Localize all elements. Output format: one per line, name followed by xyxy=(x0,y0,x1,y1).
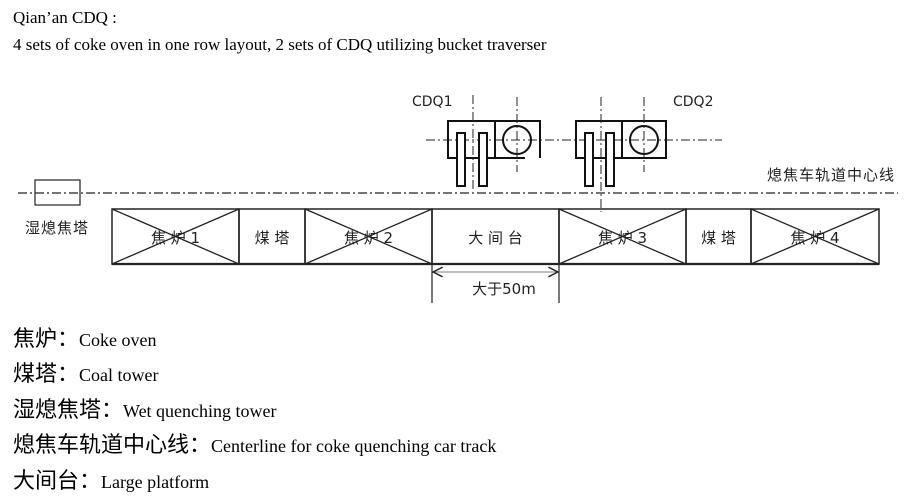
legend-item-wet-quenching-tower: 湿熄焦塔：Wet quenching tower xyxy=(13,396,277,428)
legend-term: 焦炉： xyxy=(13,327,80,352)
oven-cross-line xyxy=(111,208,240,265)
segment-label: 煤 塔 xyxy=(255,229,290,247)
row-segment-coal-tower: 煤 塔 xyxy=(238,208,306,265)
legend-translation: Centerline for coke quenching car track xyxy=(211,436,497,456)
oven-row: 焦 炉 1 煤 塔 焦 炉 2 大 间 台 焦 炉 3 煤 塔 焦 炉 4 xyxy=(111,208,880,266)
cdq1-unit xyxy=(447,95,541,192)
track-centerline-label: 熄焦车轨道中心线 xyxy=(767,166,895,184)
diagram-subtitle: 4 sets of coke oven in one row layout, 2… xyxy=(13,35,547,54)
segment-label: 焦 炉 2 xyxy=(344,229,393,247)
legend-term: 煤塔： xyxy=(13,362,80,387)
segment-label: 大 间 台 xyxy=(468,229,523,247)
row-segment-coke-oven: 焦 炉 1 xyxy=(111,208,240,265)
legend-translation: Large platform xyxy=(101,472,210,492)
cdq1-bucket-rail-left xyxy=(456,132,466,187)
wet-quenching-tower xyxy=(34,179,81,206)
layout-diagram: 熄焦车轨道中心线 湿熄焦塔 CDQ1 CDQ2 焦 炉 1 煤 塔 焦 炉 2 大 间… xyxy=(18,94,898,303)
cdq2-bucket-rail-left xyxy=(584,132,594,187)
cdq1-label: CDQ1 xyxy=(412,94,452,110)
row-segment-large-platform: 大 间 台 xyxy=(431,208,560,265)
cdq1-bucket-rail-right xyxy=(478,132,488,187)
legend-item-coal-tower: 煤塔：Coal tower xyxy=(13,360,159,392)
legend-item-large-platform: 大间台：Large platform xyxy=(13,467,209,499)
platform-dimension: 大于50m xyxy=(431,264,560,303)
cdq1-body xyxy=(447,120,496,159)
legend-translation: Wet quenching tower xyxy=(123,401,277,421)
diagram-title: Qian’an CDQ : xyxy=(13,8,117,27)
legend-item-coke-oven: 焦炉：Coke oven xyxy=(13,325,157,357)
segment-label: 煤 塔 xyxy=(701,229,736,247)
legend-translation: Coal tower xyxy=(79,365,159,385)
legend-term: 大间台： xyxy=(13,469,102,494)
row-segment-coke-oven: 焦 炉 2 xyxy=(304,208,433,265)
cdq2-label: CDQ2 xyxy=(673,94,713,110)
legend-term: 熄焦车轨道中心线： xyxy=(13,433,212,458)
segment-label: 焦 炉 3 xyxy=(598,229,647,247)
oven-cross-line xyxy=(304,208,433,265)
oven-cross-line xyxy=(750,208,880,265)
segment-label: 焦 炉 1 xyxy=(151,229,200,247)
row-segment-coke-oven: 焦 炉 3 xyxy=(558,208,687,265)
legend-translation: Coke oven xyxy=(79,330,157,350)
oven-cross-line xyxy=(558,208,687,265)
legend-item-track-centerline: 熄焦车轨道中心线：Centerline for coke quenching c… xyxy=(13,431,496,463)
cdq2-unit xyxy=(575,97,667,212)
row-segment-coal-tower: 煤 塔 xyxy=(685,208,752,265)
row-segment-coke-oven: 焦 炉 4 xyxy=(750,208,880,265)
dimension-label: 大于50m xyxy=(472,280,536,298)
cdq1-chamber-frame xyxy=(495,120,541,159)
wet-quenching-tower-label: 湿熄焦塔 xyxy=(25,219,89,237)
legend-term: 湿熄焦塔： xyxy=(13,398,124,423)
cdq2-bucket-rail-right xyxy=(605,132,615,187)
segment-label: 焦 炉 4 xyxy=(790,229,839,247)
